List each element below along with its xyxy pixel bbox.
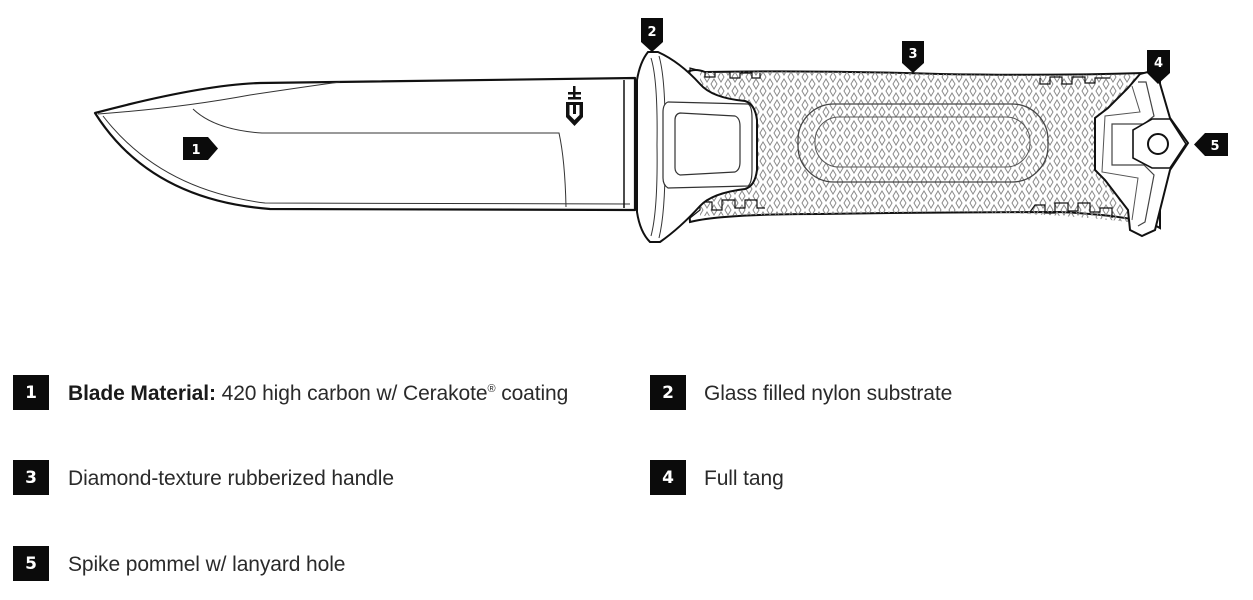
svg-text:1: 1	[191, 143, 200, 158]
legend-badge-3: 3	[13, 460, 49, 495]
legend-label-3: Diamond-texture rubberized handle	[68, 467, 394, 490]
legend-badge-2: 2	[650, 375, 686, 410]
knife-diagram: 1 2 3 4 5	[93, 18, 1228, 243]
svg-text:3: 3	[908, 47, 917, 62]
svg-text:5: 5	[1210, 139, 1219, 154]
callout-4: 4	[1147, 50, 1170, 84]
callout-2: 2	[641, 18, 663, 52]
blade	[93, 76, 637, 212]
legend-label-4: Full tang	[704, 467, 784, 490]
legend-badge-4: 4	[650, 460, 686, 495]
svg-text:2: 2	[647, 25, 656, 40]
handle	[636, 51, 1190, 243]
legend-label-5: Spike pommel w/ lanyard hole	[68, 553, 346, 576]
legend-label-2: Glass filled nylon substrate	[704, 382, 953, 405]
legend-label-1: Blade Material: 420 high carbon w/ Cerak…	[68, 382, 569, 405]
legend-badge-1: 1	[13, 375, 49, 410]
svg-text:4: 4	[1154, 56, 1163, 71]
callout-3: 3	[902, 41, 924, 73]
callout-1: 1	[183, 137, 218, 160]
legend-badge-5: 5	[13, 546, 49, 581]
legend-label-1-bold: Blade Material:	[68, 382, 216, 405]
callout-5: 5	[1194, 133, 1228, 156]
gerber-logo-icon	[566, 86, 583, 126]
